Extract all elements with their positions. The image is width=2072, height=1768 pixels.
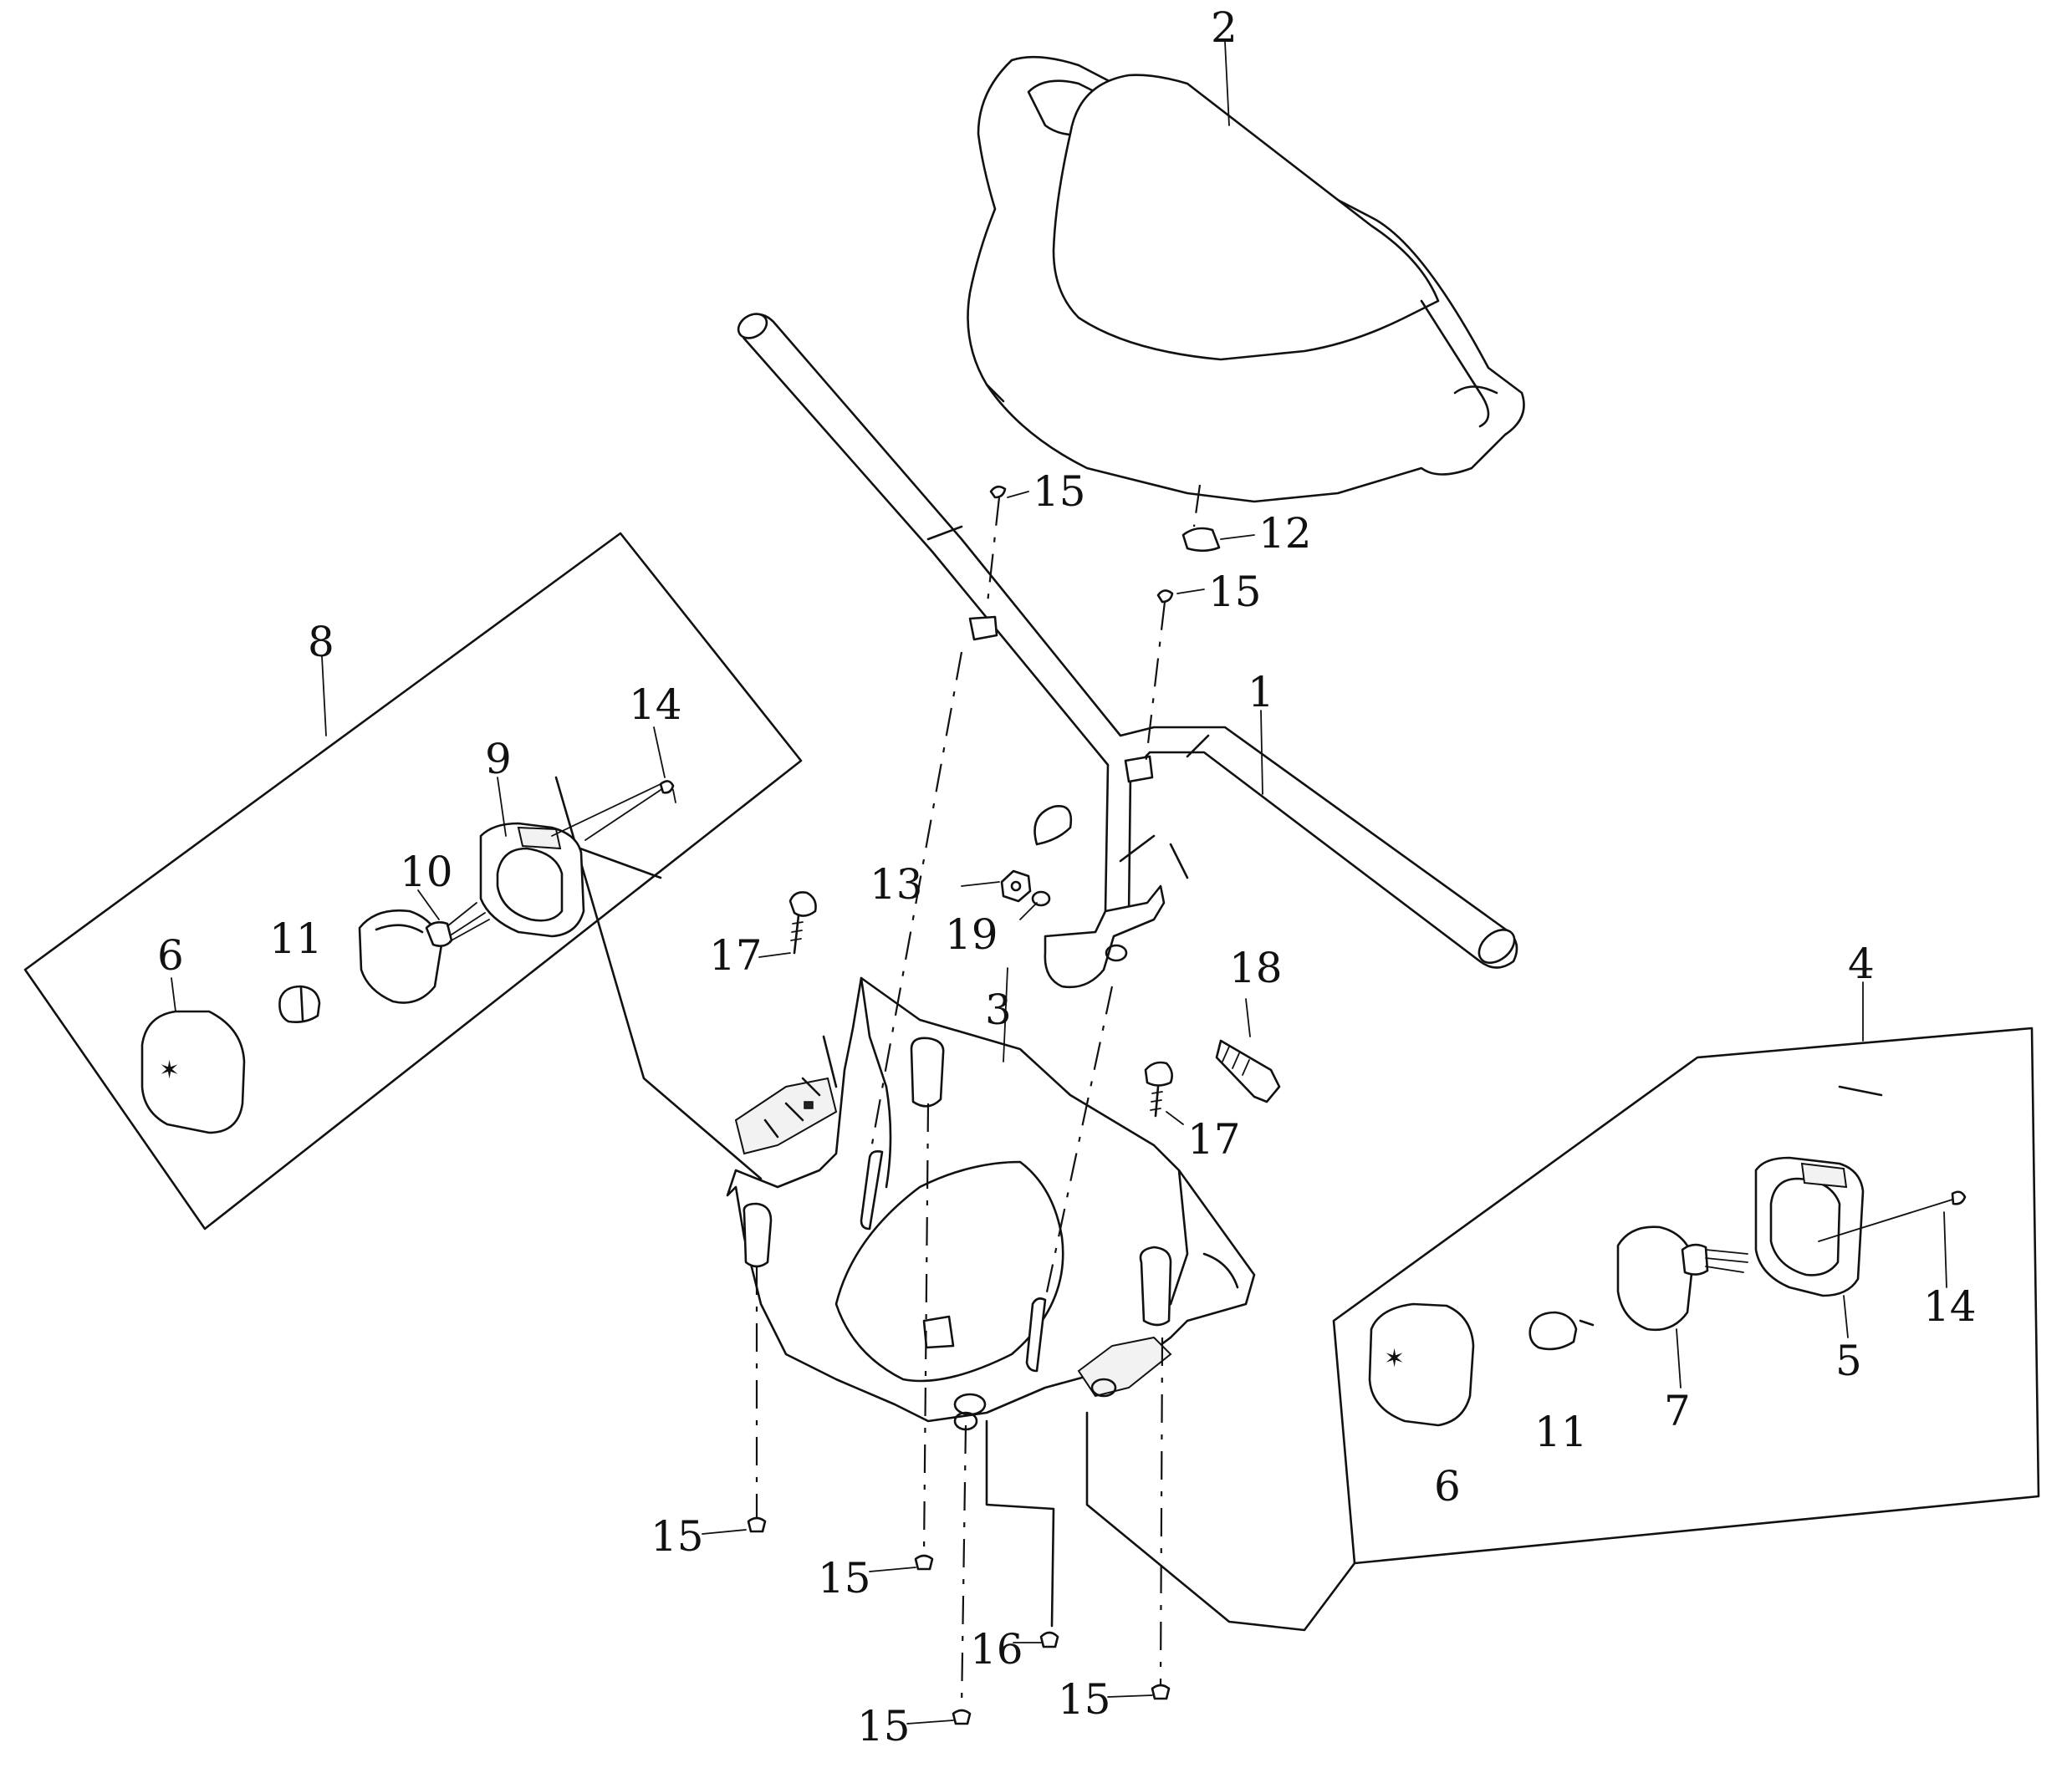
callout-15-top-right: 15 bbox=[1208, 568, 1262, 616]
callout-3: 3 bbox=[985, 986, 1012, 1034]
callout-1: 1 bbox=[1248, 668, 1274, 716]
callout-2: 2 bbox=[1211, 3, 1238, 52]
alignment-lines bbox=[755, 484, 1356, 1710]
callout-7: 7 bbox=[1664, 1387, 1691, 1435]
callout-8: 8 bbox=[308, 618, 334, 666]
callout-4: 4 bbox=[1848, 940, 1875, 988]
part-7-right-socket bbox=[1616, 1225, 1748, 1332]
callout-6-left: 6 bbox=[157, 931, 184, 980]
svg-text:✶: ✶ bbox=[159, 1056, 180, 1085]
part-19-washer bbox=[1031, 890, 1051, 907]
part-10-left-socket bbox=[358, 902, 490, 1004]
part-1-handlebar bbox=[737, 313, 1518, 989]
part-12-clip bbox=[1181, 527, 1221, 553]
callout-10: 10 bbox=[400, 848, 453, 896]
part-11-right-bulb bbox=[1528, 1311, 1595, 1351]
part-9-left-housing bbox=[479, 780, 676, 938]
callout-19: 19 bbox=[945, 910, 998, 959]
svg-text:✶: ✶ bbox=[1384, 1344, 1405, 1373]
part-18-bolt bbox=[1215, 1039, 1281, 1103]
part-5-right-housing bbox=[1754, 1156, 1967, 1297]
callout-17-left: 17 bbox=[709, 931, 763, 980]
callout-14-right: 14 bbox=[1923, 1282, 1977, 1331]
callout-15-bottom-d: 15 bbox=[1058, 1675, 1111, 1724]
callout-16: 16 bbox=[970, 1625, 1023, 1674]
callout-9: 9 bbox=[485, 735, 512, 783]
callout-12: 12 bbox=[1258, 509, 1312, 558]
callout-labels: 2 1 3 15 15 12 13 19 17 17 18 8 14 9 10 … bbox=[157, 3, 1977, 1750]
assembly-8-left-turn-signal-box bbox=[23, 532, 803, 1230]
callout-13: 13 bbox=[870, 860, 923, 909]
fasteners bbox=[747, 485, 1281, 1725]
part-16-screw bbox=[1039, 1631, 1059, 1648]
leader-lines bbox=[171, 41, 1947, 1725]
callout-11-left: 11 bbox=[269, 915, 323, 963]
part-2-handlebar-cover bbox=[967, 55, 1525, 503]
callout-18: 18 bbox=[1229, 944, 1283, 992]
assembly-4-right-turn-signal-box bbox=[1332, 1027, 2040, 1565]
callout-5: 5 bbox=[1835, 1337, 1862, 1385]
part-6-left-lens: ✶ bbox=[140, 1010, 246, 1134]
callout-15-bottom-c: 15 bbox=[857, 1702, 911, 1750]
callout-11-right: 11 bbox=[1534, 1408, 1588, 1456]
callout-15-bottom-a: 15 bbox=[651, 1512, 704, 1561]
callout-15-top-left: 15 bbox=[1033, 467, 1086, 516]
part-13-nut bbox=[1000, 869, 1032, 903]
part-3-front-panel bbox=[726, 976, 1256, 1431]
part-6-right-lens: ✶ bbox=[1368, 1302, 1475, 1427]
callout-17-right: 17 bbox=[1187, 1115, 1241, 1164]
callout-14-left: 14 bbox=[629, 680, 682, 729]
callout-15-bottom-b: 15 bbox=[818, 1554, 871, 1602]
callout-6-right: 6 bbox=[1434, 1462, 1461, 1511]
part-11-left-bulb bbox=[278, 985, 321, 1023]
